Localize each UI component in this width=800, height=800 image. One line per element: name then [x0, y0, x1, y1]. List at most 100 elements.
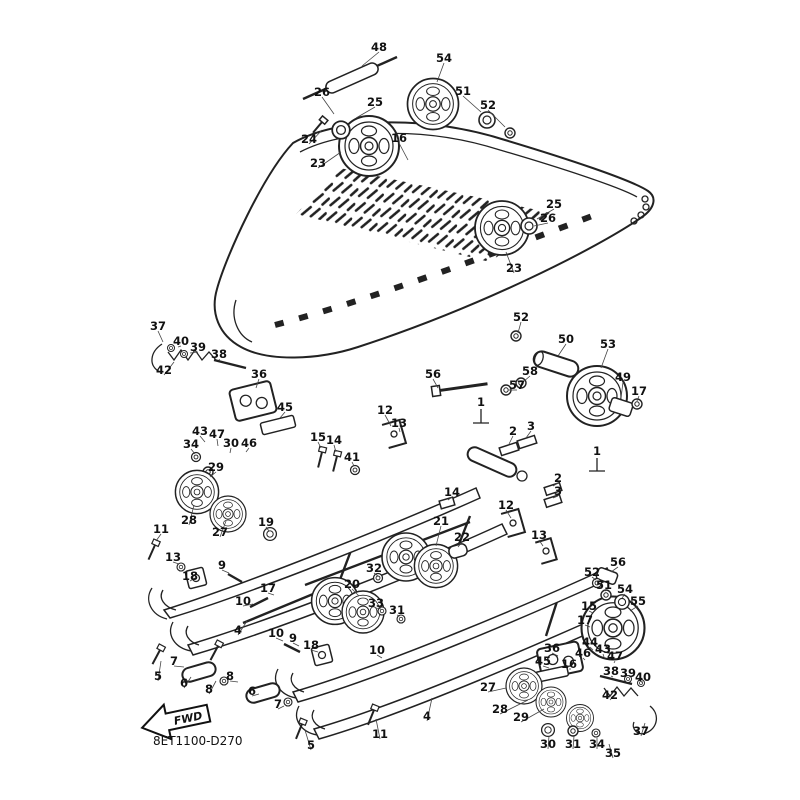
leader-line [218, 358, 221, 362]
leader-line [608, 743, 614, 759]
front-axle-assembly-left [151, 343, 297, 542]
callout-13: 13 [391, 416, 407, 430]
callout-43: 43 [595, 642, 611, 656]
bolt-5-front [291, 717, 309, 742]
callout-31: 31 [389, 603, 405, 617]
callout-37: 37 [633, 724, 649, 738]
leader-line [609, 693, 616, 701]
leader-line [189, 577, 196, 582]
callout-9: 9 [289, 631, 297, 645]
callout-4: 4 [423, 709, 431, 723]
callout-24: 24 [301, 132, 317, 146]
callout-15: 15 [581, 599, 597, 613]
callout-10: 10 [268, 626, 284, 640]
callout-53: 53 [600, 337, 616, 351]
callout-49: 49 [615, 370, 631, 384]
leader-line [499, 699, 529, 715]
rod-4-left [242, 590, 319, 625]
collar-49 [608, 396, 634, 418]
center-suspension-wheels [310, 409, 605, 634]
plate-3-a [516, 434, 538, 450]
callout-2: 2 [554, 471, 562, 485]
washer-34-left [190, 451, 202, 463]
leader-line [219, 520, 227, 538]
callout-17: 17 [260, 581, 276, 595]
upper-idler-assembly [302, 55, 516, 177]
callout-56: 56 [610, 555, 626, 569]
callout-14: 14 [444, 485, 460, 499]
leader-line [610, 566, 619, 573]
leader-line [621, 593, 626, 599]
leader-line [333, 444, 337, 453]
bolt-24 [312, 114, 329, 134]
leader-line [613, 660, 616, 664]
fwd-arrow: FWD [140, 702, 212, 741]
clip-14 [438, 496, 456, 510]
leader-line [538, 539, 544, 547]
fwd-label: FWD [173, 709, 204, 728]
callout-22: 22 [454, 530, 470, 544]
leader-line [525, 430, 532, 439]
callout-57: 57 [509, 378, 525, 392]
callout-27: 27 [480, 680, 496, 694]
leader-line [216, 438, 219, 447]
slide-rail-front-upper [291, 567, 614, 703]
callout-13: 13 [165, 550, 181, 564]
callout-7: 7 [170, 654, 178, 668]
collar-25 [331, 120, 351, 140]
slide-rail-rear-upper [162, 486, 481, 619]
leader-line [384, 414, 392, 427]
leader-line [351, 588, 360, 597]
leader-line [536, 208, 555, 220]
shaft-48 [325, 62, 379, 94]
wire-37-right [632, 705, 657, 735]
leader-line [221, 569, 230, 574]
track-assembly [213, 121, 655, 359]
callout-14: 14 [326, 433, 342, 447]
plate-3-b [543, 493, 563, 509]
leader-line [188, 504, 195, 526]
washer-8-front [283, 697, 293, 707]
bottom-right-assembly [505, 567, 657, 738]
leader-line [265, 526, 270, 532]
callout-13: 13 [531, 528, 547, 542]
leader-line [275, 637, 284, 642]
collar-56-right [595, 567, 619, 585]
callout-7: 7 [274, 697, 282, 711]
bracket-12-right [500, 507, 527, 538]
callout-32: 32 [366, 561, 382, 575]
callout-43: 43 [192, 424, 208, 438]
spring-42-right [603, 685, 639, 698]
block-18-front [310, 643, 334, 667]
callout-9: 9 [218, 558, 226, 572]
callout-33: 33 [368, 596, 384, 610]
callout-48: 48 [371, 40, 387, 54]
wheel-28-right [535, 686, 567, 718]
callout-51: 51 [455, 84, 471, 98]
spring-42-left [167, 348, 217, 362]
shaft-38-left [213, 358, 247, 370]
leader-line [292, 642, 300, 647]
leader-line [245, 447, 250, 453]
callout-1: 1 [477, 395, 485, 409]
leader-line [517, 321, 522, 334]
leader-line [436, 62, 445, 83]
callout-58: 58 [522, 364, 538, 378]
callout-50: 50 [558, 332, 574, 346]
callout-5: 5 [154, 669, 162, 683]
rear-axle-assembly [430, 330, 643, 427]
callout-16: 16 [561, 657, 577, 671]
leader-line [251, 693, 260, 697]
callout-40: 40 [635, 670, 651, 684]
callout-47: 47 [209, 427, 225, 441]
leader-line [190, 448, 196, 455]
callout-29: 29 [513, 710, 529, 724]
callout-55: 55 [630, 594, 646, 608]
callout-25: 25 [546, 197, 562, 211]
leader-line [308, 129, 323, 145]
callout-35: 35 [605, 746, 621, 760]
washer-31-right [567, 725, 579, 737]
callout-29: 29 [208, 460, 224, 474]
